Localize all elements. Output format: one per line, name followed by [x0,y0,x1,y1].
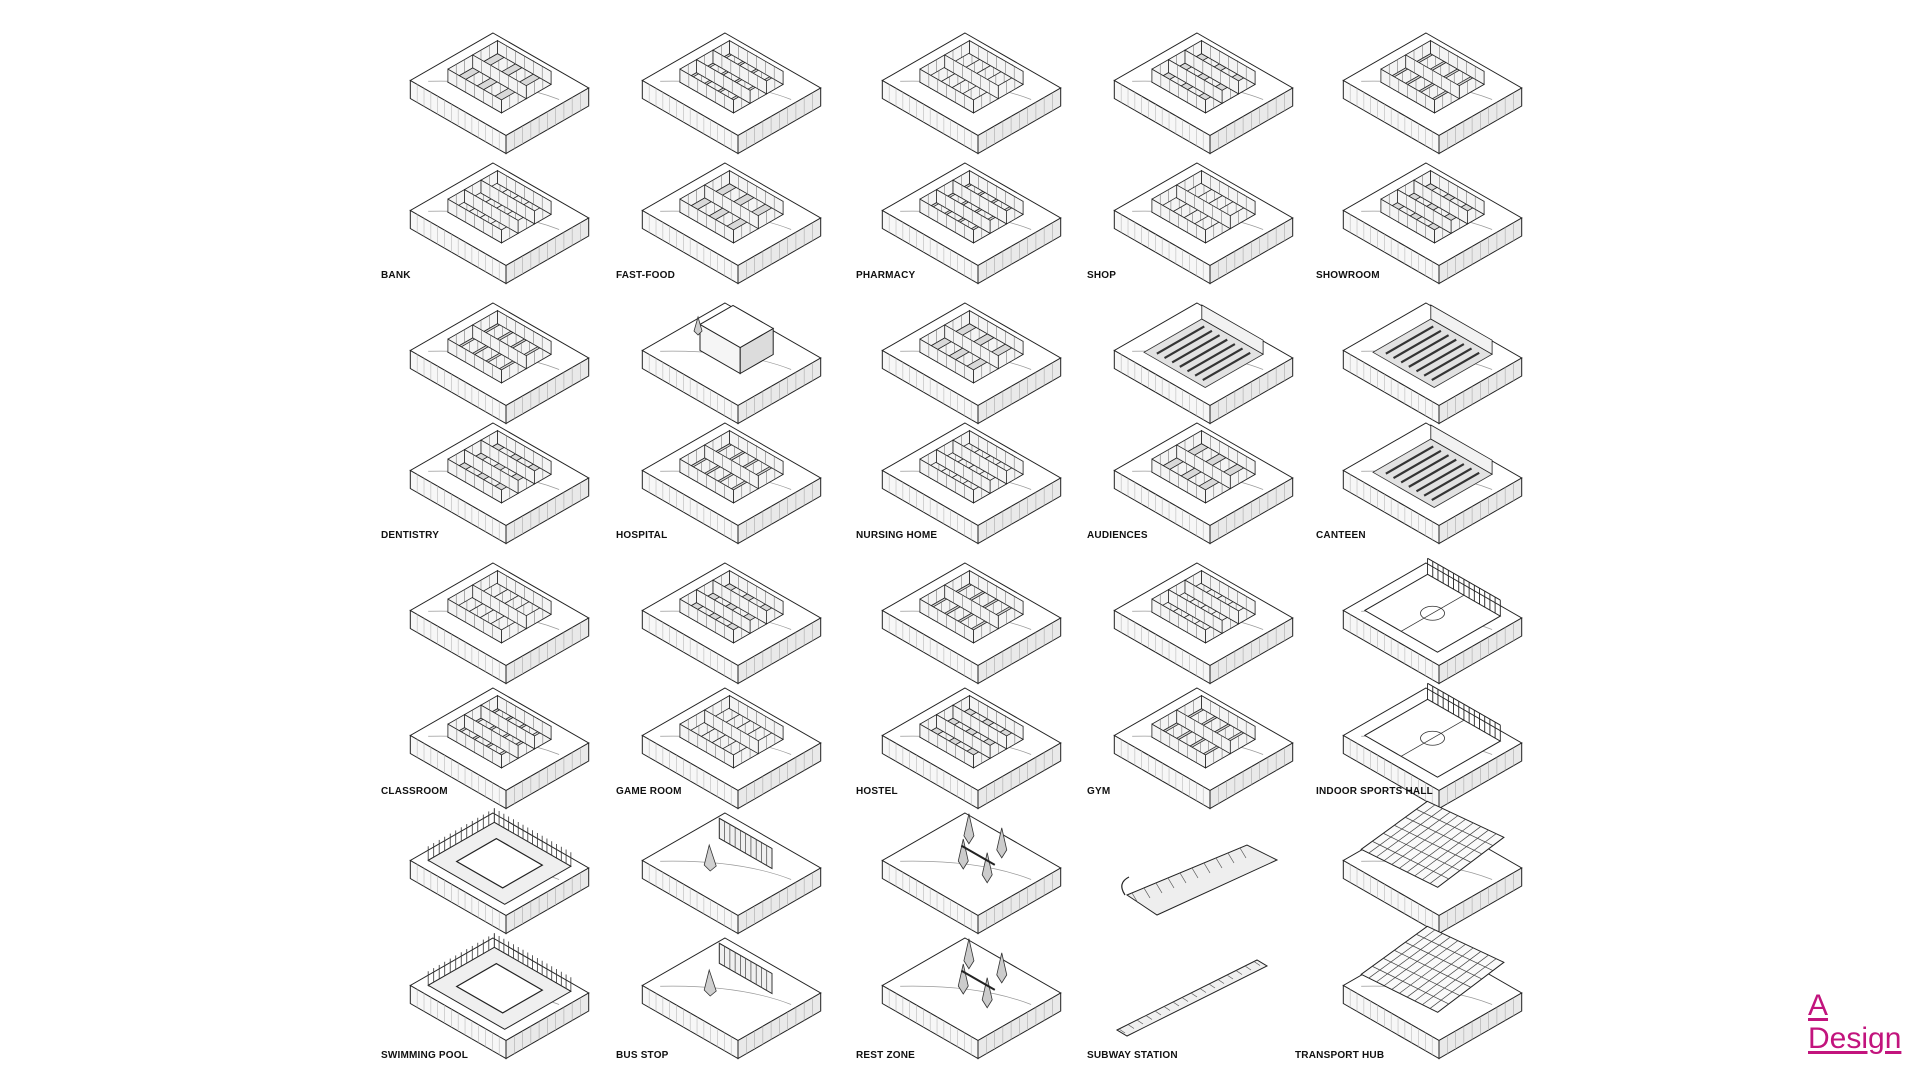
isometric-diagram-22 [605,545,845,685]
isometric-diagram-32 [605,795,845,935]
isometric-diagram-10 [1306,145,1546,285]
isometric-diagram-34 [1077,795,1317,925]
isometric-diagram-24 [1077,545,1317,685]
isometric-diagram-20 [1306,405,1546,545]
diagram-label: AUDIENCES [1087,530,1148,541]
isometric-diagram-33 [845,795,1085,935]
diagram-label: HOSTEL [856,786,898,797]
isometric-diagram-29 [1077,670,1317,810]
isometric-diagram-17 [605,405,845,545]
isometric-diagram-1 [373,15,613,155]
isometric-diagram-21 [373,545,613,685]
diagram-label: HOSPITAL [616,530,668,541]
diagram-label: REST ZONE [856,1050,916,1061]
a-design-logo: A Design [1808,990,1908,1060]
isometric-diagram-38 [845,920,1085,1060]
isometric-diagram-12 [605,285,845,425]
isometric-diagram-14 [1077,285,1317,425]
isometric-diagram-39 [1077,920,1317,1050]
isometric-diagram-16 [373,405,613,545]
diagram-label: INDOOR SPORTS HALL [1316,786,1433,797]
diagram-label: SUBWAY STATION [1087,1050,1178,1061]
diagram-label: DENTISTRY [381,530,440,541]
isometric-diagram-8 [845,145,1085,285]
isometric-diagram-3 [845,15,1085,155]
isometric-diagram-4 [1077,15,1317,155]
isometric-diagram-40 [1306,920,1546,1060]
isometric-diagram-26 [373,670,613,810]
diagram-label: SHOP [1087,270,1117,281]
diagram-label: CANTEEN [1316,530,1366,541]
isometric-diagram-37 [605,920,845,1060]
diagram-label: SWIMMING POOL [381,1050,469,1061]
diagram-label: SHOWROOM [1316,270,1380,281]
isometric-diagram-36 [373,920,613,1060]
isometric-diagram-7 [605,145,845,285]
isometric-diagram-23 [845,545,1085,685]
isometric-diagram-28 [845,670,1085,810]
isometric-diagram-5 [1306,15,1546,155]
diagram-label: TRANSPORT HUB [1295,1050,1385,1061]
diagram-label: NURSING HOME [856,530,938,541]
isometric-diagram-27 [605,670,845,810]
diagram-label: GYM [1087,786,1111,797]
diagram-label: FAST-FOOD [616,270,676,281]
isometric-diagram-35 [1306,795,1546,935]
diagram-label: CLASSROOM [381,786,448,797]
diagram-label: BUS STOP [616,1050,669,1061]
isometric-diagram-19 [1077,405,1317,545]
isometric-diagram-9 [1077,145,1317,285]
isometric-diagram-6 [373,145,613,285]
isometric-diagram-13 [845,285,1085,425]
diagram-label: GAME ROOM [616,786,682,797]
isometric-diagram-11 [373,285,613,425]
isometric-diagram-2 [605,15,845,155]
isometric-diagram-30 [1306,670,1546,810]
diagram-label: BANK [381,270,411,281]
isometric-diagram-25 [1306,545,1546,685]
isometric-diagram-18 [845,405,1085,545]
diagram-label: PHARMACY [856,270,916,281]
isometric-diagram-31 [373,795,613,935]
isometric-diagram-15 [1306,285,1546,425]
logo-letter: A [1808,989,1829,1022]
logo-word: Design [1808,1022,1902,1055]
